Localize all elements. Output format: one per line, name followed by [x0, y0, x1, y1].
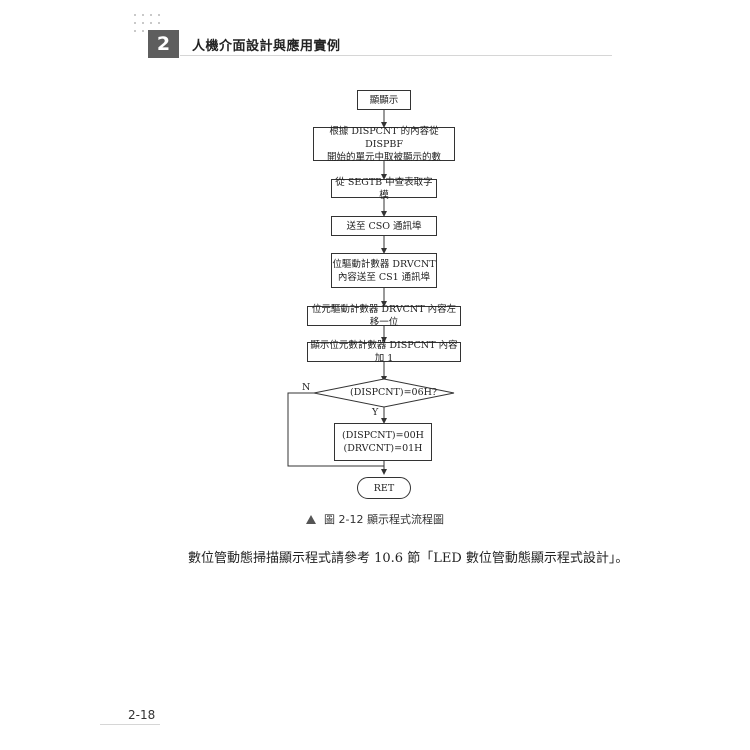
flowchart-start-box: 顯顯示 — [357, 90, 411, 110]
footer-divider — [100, 724, 160, 725]
flowchart-reset-line2: (DRVCNT)=01H — [343, 443, 423, 454]
flowchart-step5-box: 位元驅動計數器 DRVCNT 內容左移一位 — [307, 304, 461, 328]
decision-diamond — [313, 378, 455, 408]
flowchart-yes-label: Y — [372, 407, 379, 418]
flowchart-step2-label: 從 SEGTB 中查表取字模 — [335, 176, 433, 201]
flowchart-step5-label: 位元驅動計數器 DRVCNT 內容左移一位 — [311, 304, 457, 328]
flowchart-end-box: RET — [357, 477, 411, 499]
body-paragraph: 數位管動態掃描顯示程式請參考 10.6 節「LED 數位管動態顯示程式設計」。 — [188, 551, 629, 566]
figure-caption: 圖 2-12 顯示程式流程圖 — [306, 511, 444, 527]
flowchart-step6-label: 顯示位元數計數器 DISPCNT 內容加 1 — [310, 340, 458, 364]
flowchart-reset-box: (DISPCNT)=00H (DRVCNT)=01H — [334, 423, 432, 461]
flowchart-step1-line1: 根據 DISPCNT 的內容從 DISPBF — [329, 125, 439, 150]
flowchart-step1-line2: 開始的單元中取被顯示的數 — [326, 151, 441, 163]
flowchart-step4-line1: 位驅動計數器 DRVCNT — [332, 258, 436, 270]
flowchart-decision-label: (DISPCNT)=06H? — [350, 387, 438, 398]
header-divider — [180, 55, 612, 56]
flowchart-no-label: N — [302, 382, 311, 393]
flowchart-start-label: 顯顯示 — [369, 94, 399, 106]
flowchart-reset-line1: (DISPCNT)=00H — [342, 430, 424, 441]
chapter-title: 人機介面設計與應用實例 — [192, 39, 341, 54]
loop-back-line — [287, 392, 384, 467]
flowchart: 顯顯示 根據 DISPCNT 的內容從 DISPBF 開始的單元中取被顯示的數 … — [270, 80, 470, 500]
chapter-number-badge: 2 — [148, 30, 179, 58]
triangle-icon — [306, 514, 316, 524]
flowchart-step4-box: 位驅動計數器 DRVCNT 內容送至 CS1 通訊埠 — [331, 253, 437, 288]
flowchart-step3-label: 送至 CSO 通訊埠 — [346, 220, 422, 232]
flowchart-end-label: RET — [373, 482, 395, 494]
flowchart-step6-box: 顯示位元數計數器 DISPCNT 內容加 1 — [307, 340, 461, 364]
page-number: 2-18 — [128, 708, 156, 722]
figure-caption-text: 圖 2-12 顯示程式流程圖 — [324, 513, 444, 526]
flowchart-step3-box: 送至 CSO 通訊埠 — [331, 216, 437, 236]
flowchart-step1-box: 根據 DISPCNT 的內容從 DISPBF 開始的單元中取被顯示的數 — [313, 125, 455, 163]
flowchart-step4-line2: 內容送至 CS1 通訊埠 — [337, 271, 431, 283]
flowchart-step2-box: 從 SEGTB 中查表取字模 — [331, 177, 437, 201]
flowchart-connectors — [287, 110, 455, 475]
